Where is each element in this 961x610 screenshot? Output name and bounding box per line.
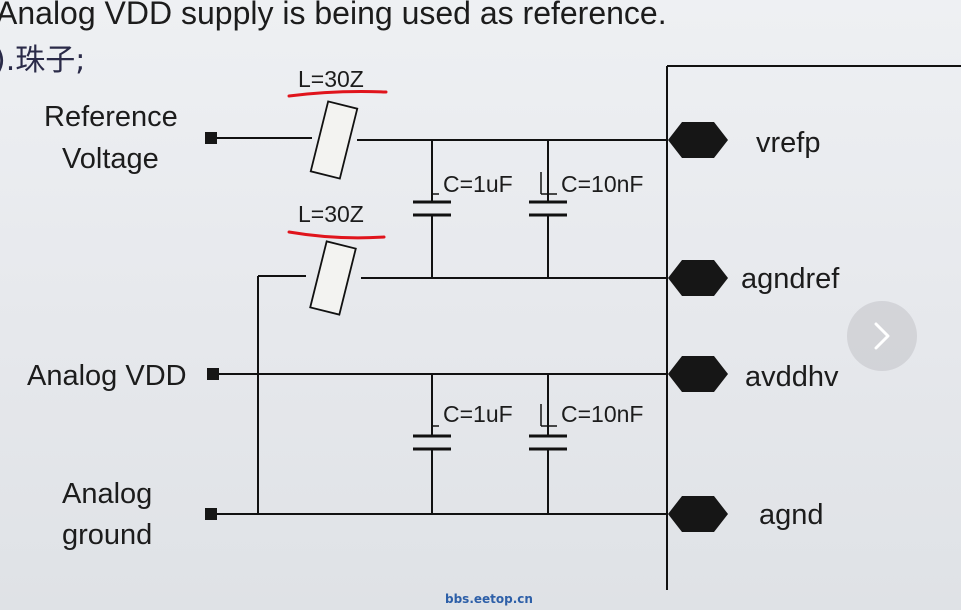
capacitor-bottom-1uf <box>413 434 451 451</box>
port-square-reference <box>205 132 217 144</box>
next-image-button[interactable] <box>847 301 917 371</box>
pin-hexagon-vrefp <box>668 122 728 158</box>
pin-label-vrefp: vrefp <box>756 127 820 159</box>
port-square-avdd <box>207 368 219 380</box>
inductor-bottom-label: L=30Z <box>298 201 364 227</box>
port-square-ground <box>205 508 217 520</box>
pin-hexagon-agndref <box>668 260 728 296</box>
cap-top-2-label: C=10nF <box>561 171 643 197</box>
port-label-analog-vdd: Analog VDD <box>27 360 187 392</box>
pin-label-agnd: agnd <box>759 499 824 531</box>
header-text: Analog VDD supply is being used as refer… <box>0 0 667 31</box>
ferrite-bead-top <box>309 100 359 180</box>
ferrite-bead-bottom <box>309 240 357 316</box>
port-label-reference-line1: Reference <box>44 101 178 133</box>
inductor-top-label: L=30Z <box>298 66 364 92</box>
cap-bottom-2-label: C=10nF <box>561 401 643 427</box>
port-label-ground-line2: ground <box>62 519 152 551</box>
cap-top-1-label: C=1uF <box>443 171 513 197</box>
capacitor-top-10nf <box>529 200 567 217</box>
cap-bottom-1-label: C=1uF <box>443 401 513 427</box>
pin-hexagon-avddhv <box>668 356 728 392</box>
pin-hexagon-agnd <box>668 496 728 532</box>
chevron-right-icon <box>874 322 890 350</box>
red-underline-bottom <box>287 230 386 240</box>
pin-label-agndref: agndref <box>741 263 840 295</box>
port-label-reference-line2: Voltage <box>62 143 159 175</box>
capacitor-bottom-10nf <box>529 434 567 451</box>
pin-label-avddhv: avddhv <box>745 361 839 393</box>
capacitor-top-1uf <box>413 200 451 217</box>
red-underline-top <box>287 90 388 98</box>
port-label-ground-line1: Analog <box>62 478 152 510</box>
watermark-text: bbs.eetop.cn <box>445 592 533 606</box>
handwritten-note: ).珠子; <box>0 43 85 78</box>
